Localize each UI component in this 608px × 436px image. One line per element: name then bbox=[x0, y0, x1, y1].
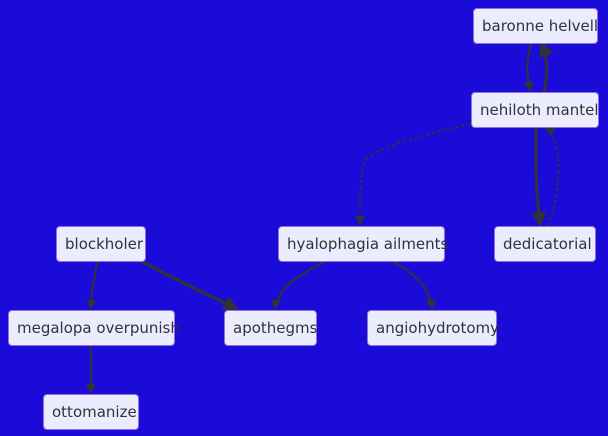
node-baronne-helvell[interactable]: baronne helvell bbox=[473, 8, 598, 44]
node-angiohydrotomy[interactable]: angiohydrotomy bbox=[367, 310, 499, 346]
node-hyalophagia-ailments[interactable]: hyalophagia ailments bbox=[278, 226, 448, 262]
node-dedicatorial[interactable]: dedicatorial bbox=[494, 226, 596, 262]
edge-blockholer-to-apothegms bbox=[138, 258, 239, 310]
edge-nehiloth-mantel-to-baronne-helvell bbox=[539, 41, 554, 93]
edge-hyalophagia-ailments-to-apothegms bbox=[271, 259, 329, 310]
node-ottomanize[interactable]: ottomanize bbox=[43, 394, 139, 430]
node-apothegms[interactable]: apothegms bbox=[224, 310, 317, 346]
edge-nehiloth-mantel-to-dedicatorial bbox=[531, 126, 547, 227]
edge-blockholer-to-megalopa-overpunish bbox=[86, 259, 99, 310]
edge-nehiloth-mantel-to-hyalophagia-ailments bbox=[355, 123, 471, 226]
edge-dedicatorial-to-nehiloth-mantel bbox=[544, 127, 560, 227]
edge-baronne-helvell-to-nehiloth-mantel bbox=[523, 41, 534, 92]
edge-hyalophagia-ailments-to-angiohydrotomy bbox=[389, 259, 437, 310]
node-megalopa-overpunish[interactable]: megalopa overpunish bbox=[8, 310, 180, 346]
node-blockholer[interactable]: blockholer bbox=[56, 226, 146, 262]
node-nehiloth-mantel[interactable]: nehiloth mantel bbox=[471, 92, 599, 128]
